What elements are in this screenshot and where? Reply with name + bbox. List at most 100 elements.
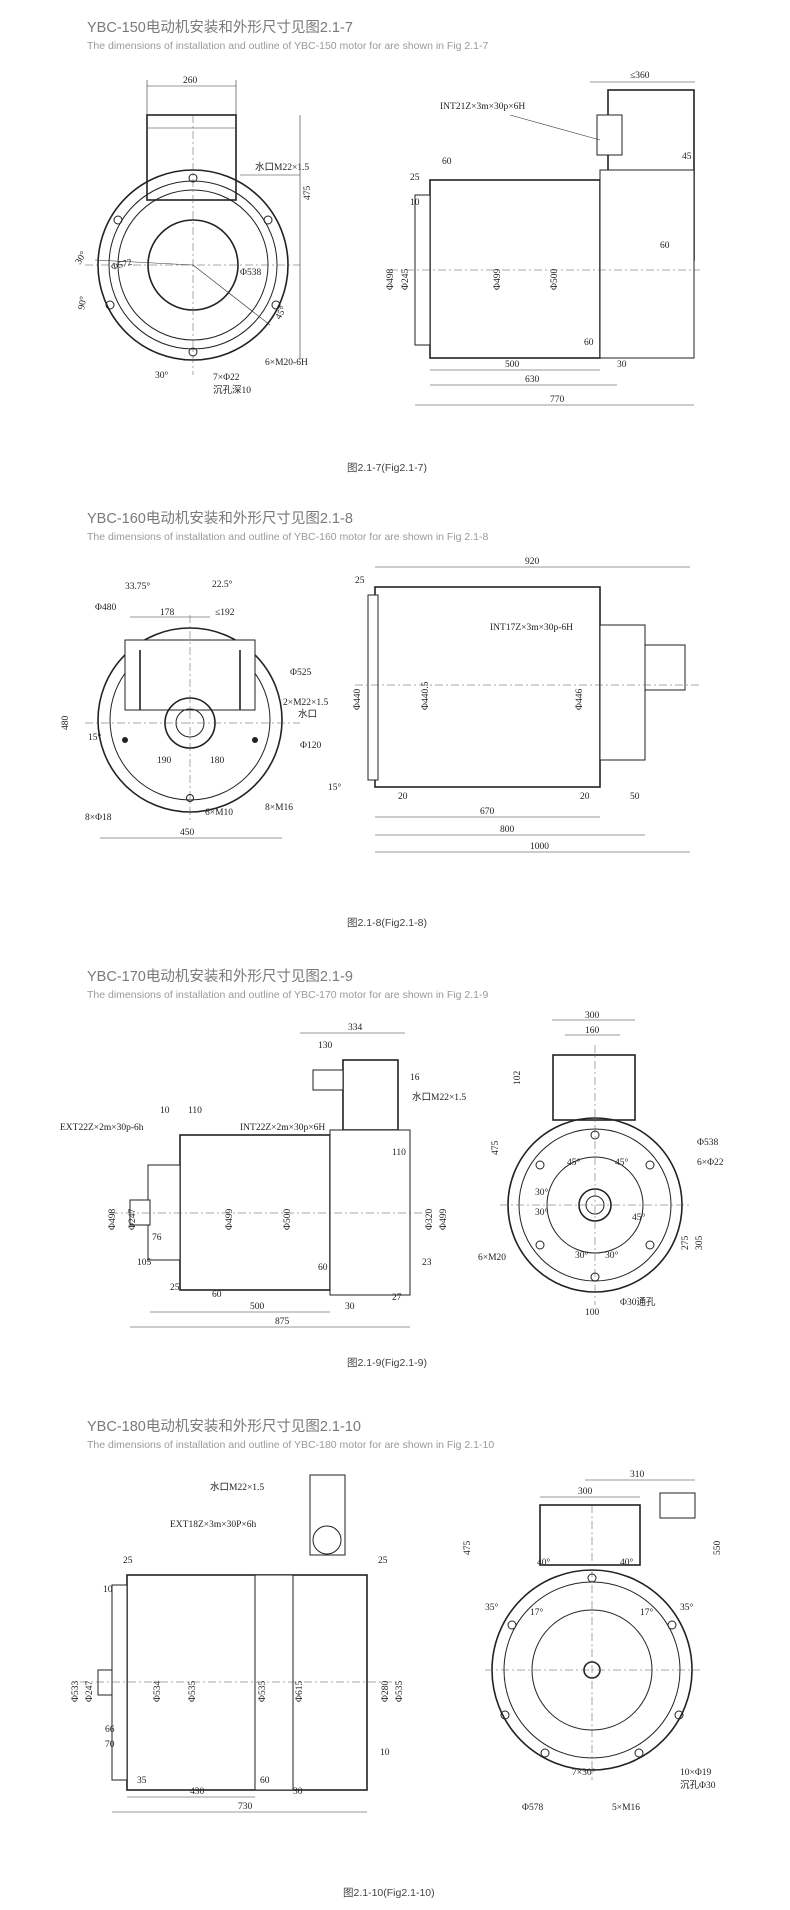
svg-text:10: 10 [410, 198, 420, 208]
svg-text:10: 10 [103, 1585, 113, 1595]
side-view: ≤360 INT21Z×3m×30p×6H 25 60 45 10 Φ498 Φ… [386, 71, 700, 406]
svg-text:45°: 45° [273, 304, 289, 321]
svg-text:45°: 45° [567, 1157, 581, 1168]
svg-text:475: 475 [491, 1141, 501, 1156]
svg-text:110: 110 [392, 1148, 406, 1158]
svg-text:190: 190 [157, 756, 172, 766]
svg-text:2×M22×1.5: 2×M22×1.5 [283, 698, 329, 708]
section-title: YBC-170电动机安装和外形尺寸见图2.1-9 [87, 969, 353, 985]
svg-text:60: 60 [584, 338, 594, 348]
svg-text:30°: 30° [535, 1207, 549, 1218]
svg-text:Φ538: Φ538 [697, 1138, 718, 1148]
svg-text:5×M16: 5×M16 [612, 1803, 640, 1813]
svg-text:630: 630 [525, 375, 540, 385]
svg-text:35: 35 [137, 1776, 147, 1786]
svg-text:INT17Z×3m×30p-6H: INT17Z×3m×30p-6H [490, 623, 573, 633]
svg-text:EXT18Z×3m×30P×6h: EXT18Z×3m×30P×6h [170, 1520, 257, 1530]
svg-text:30°: 30° [535, 1187, 549, 1198]
svg-text:≤360: ≤360 [630, 71, 650, 81]
svg-text:430: 430 [190, 1787, 205, 1797]
svg-text:6×Φ22: 6×Φ22 [697, 1158, 724, 1168]
svg-text:10: 10 [380, 1748, 390, 1758]
svg-text:30°: 30° [605, 1250, 619, 1261]
svg-text:Φ500: Φ500 [283, 1209, 293, 1230]
section-title: YBC-160电动机安装和外形尺寸见图2.1-8 [87, 511, 353, 527]
svg-text:Φ535: Φ535 [188, 1681, 198, 1702]
figure-caption: 图2.1-10(Fig2.1-10) [343, 1887, 435, 1899]
svg-text:30: 30 [345, 1302, 355, 1312]
svg-text:670: 670 [480, 807, 495, 817]
front-view: 260 水口M22×1.5 475 30° Φ572 Φ538 90° 45° … [73, 76, 313, 396]
svg-text:Φ572: Φ572 [110, 258, 133, 273]
svg-text:8×Φ18: 8×Φ18 [85, 813, 112, 823]
svg-text:475: 475 [303, 186, 313, 201]
svg-text:60: 60 [212, 1290, 222, 1300]
svg-text:23: 23 [422, 1258, 432, 1268]
svg-text:50: 50 [630, 792, 640, 802]
svg-text:310: 310 [630, 1470, 645, 1480]
svg-text:7×Φ22: 7×Φ22 [213, 373, 240, 383]
svg-text:60: 60 [318, 1263, 328, 1273]
svg-text:Φ499: Φ499 [439, 1209, 449, 1230]
svg-text:Φ534: Φ534 [153, 1681, 163, 1702]
svg-text:35°: 35° [485, 1602, 499, 1613]
svg-text:15°: 15° [328, 782, 342, 793]
svg-text:6×M20-6H: 6×M20-6H [265, 358, 308, 368]
svg-text:20: 20 [580, 792, 590, 802]
svg-text:300: 300 [578, 1487, 593, 1497]
section-title: YBC-180电动机安装和外形尺寸见图2.1-10 [87, 1419, 361, 1435]
section-subtitle: The dimensions of installation and outli… [87, 531, 489, 543]
section-subtitle: The dimensions of installation and outli… [87, 1439, 495, 1451]
svg-text:45: 45 [682, 152, 692, 162]
front-view: 310 300 475 550 40° 40° 35° 17° 17° 35° … [463, 1470, 723, 1813]
front-view: 300 160 102 475 45° 45° Φ538 6×Φ22 30° 3… [478, 1011, 724, 1318]
svg-text:66: 66 [105, 1725, 115, 1735]
svg-text:EXT22Z×2m×30p-6h: EXT22Z×2m×30p-6h [60, 1123, 144, 1133]
side-view: 水口M22×1.5 EXT18Z×3m×30P×6h 25 25 10 Φ533… [71, 1474, 405, 1813]
section-fig-2-1-8: YBC-160电动机安装和外形尺寸见图2.1-8 The dimensions … [0, 495, 790, 935]
svg-text:160: 160 [585, 1026, 600, 1036]
svg-text:305: 305 [695, 1236, 705, 1251]
section-title: YBC-150电动机安装和外形尺寸见图2.1-7 [87, 20, 353, 36]
svg-text:Φ30通孔: Φ30通孔 [620, 1297, 656, 1308]
svg-text:7×30°: 7×30° [572, 1767, 596, 1778]
svg-text:334: 334 [348, 1023, 363, 1033]
svg-text:60: 60 [260, 1776, 270, 1786]
svg-text:≤192: ≤192 [215, 608, 235, 618]
svg-text:15°: 15° [88, 732, 102, 743]
svg-text:1000: 1000 [530, 842, 549, 852]
svg-text:INT22Z×2m×30p×6H: INT22Z×2m×30p×6H [240, 1123, 325, 1133]
figure-caption: 图2.1-8(Fig2.1-8) [347, 917, 427, 929]
svg-text:Φ245: Φ245 [401, 269, 411, 290]
svg-text:沉孔深10: 沉孔深10 [213, 385, 251, 396]
svg-text:Φ535: Φ535 [258, 1681, 268, 1702]
svg-text:沉孔Φ30: 沉孔Φ30 [680, 1780, 716, 1791]
svg-text:875: 875 [275, 1317, 290, 1327]
side-view: 920 25 INT17Z×3m×30p-6H Φ440 Φ440.5 Φ446… [328, 557, 700, 853]
svg-text:102: 102 [513, 1071, 523, 1086]
svg-text:550: 550 [713, 1541, 723, 1556]
svg-text:800: 800 [500, 825, 515, 835]
svg-text:8×M16: 8×M16 [265, 803, 293, 813]
svg-text:500: 500 [250, 1302, 265, 1312]
svg-text:475: 475 [463, 1541, 473, 1556]
svg-text:30°: 30° [73, 249, 89, 266]
svg-text:90°: 90° [76, 295, 89, 310]
svg-text:20: 20 [398, 792, 408, 802]
svg-text:6×M20: 6×M20 [478, 1253, 506, 1263]
svg-text:60: 60 [442, 157, 452, 167]
svg-text:INT21Z×3m×30p×6H: INT21Z×3m×30p×6H [440, 102, 525, 112]
svg-text:Φ247: Φ247 [128, 1209, 138, 1230]
svg-text:17°: 17° [640, 1607, 654, 1618]
svg-text:45°: 45° [615, 1157, 629, 1168]
svg-text:Φ498: Φ498 [108, 1209, 118, 1230]
svg-text:110: 110 [188, 1106, 202, 1116]
svg-text:45°: 45° [632, 1212, 646, 1223]
svg-text:Φ538: Φ538 [240, 268, 261, 278]
svg-text:Φ440.5: Φ440.5 [421, 681, 431, 710]
section-fig-2-1-10: YBC-180电动机安装和外形尺寸见图2.1-10 The dimensions… [0, 1415, 790, 1910]
svg-text:Φ280: Φ280 [381, 1681, 391, 1702]
svg-text:25: 25 [378, 1556, 388, 1566]
svg-text:40°: 40° [620, 1557, 634, 1568]
svg-text:260: 260 [183, 76, 198, 86]
